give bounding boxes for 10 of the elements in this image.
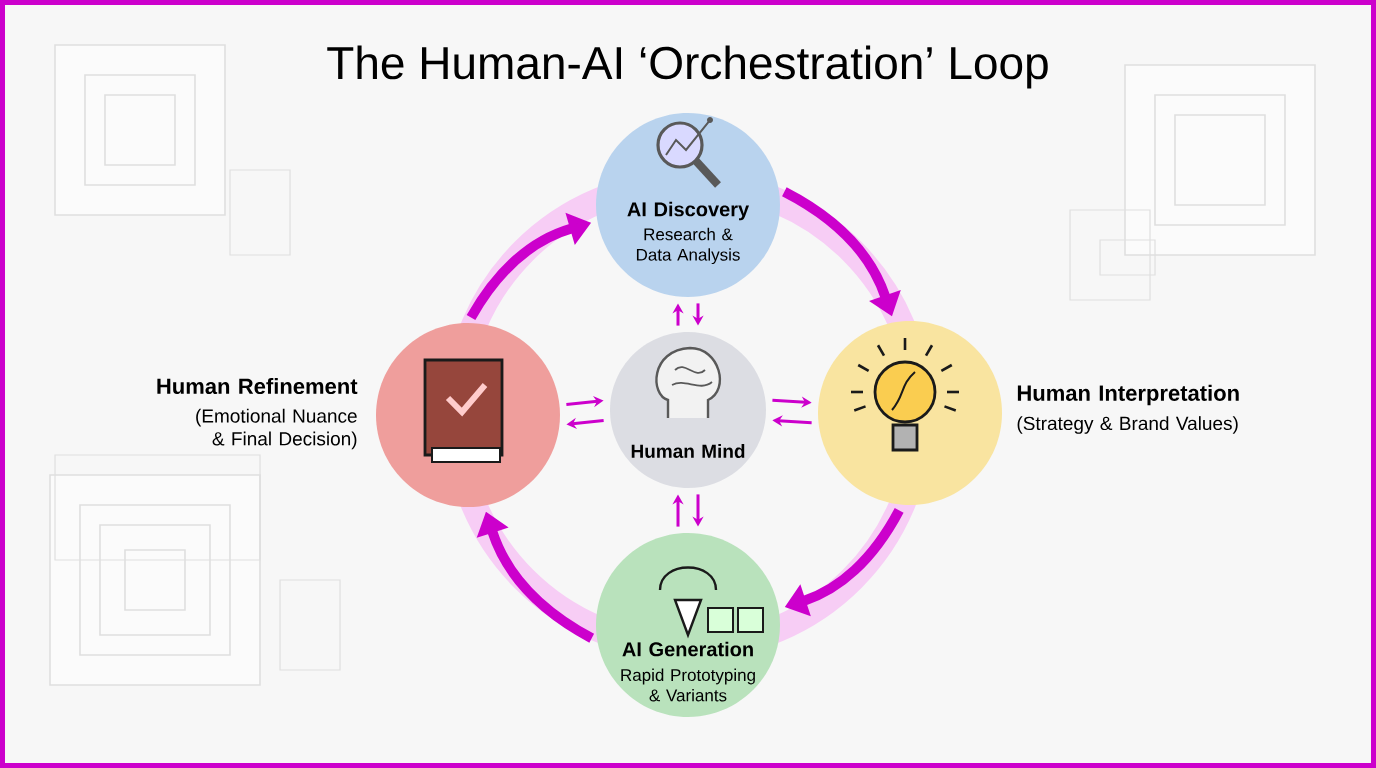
title: The Human-AI ‘Orchestration’ Loop — [327, 45, 1048, 89]
node-description: Research & Data Analysis — [636, 227, 740, 265]
node-title: AI Discovery — [627, 201, 749, 221]
node-description: (Emotional Nuance & Final Decision) — [196, 408, 357, 450]
node-title: Human Interpretation — [1017, 384, 1239, 406]
node-title: Human Mind — [631, 444, 745, 458]
node-title: AI Generation — [622, 641, 753, 657]
node-title: Human Refinement — [157, 377, 358, 395]
node-description: Rapid Prototyping & Variants — [621, 668, 755, 702]
node-description: (Strategy & Brand Values) — [1017, 416, 1238, 434]
